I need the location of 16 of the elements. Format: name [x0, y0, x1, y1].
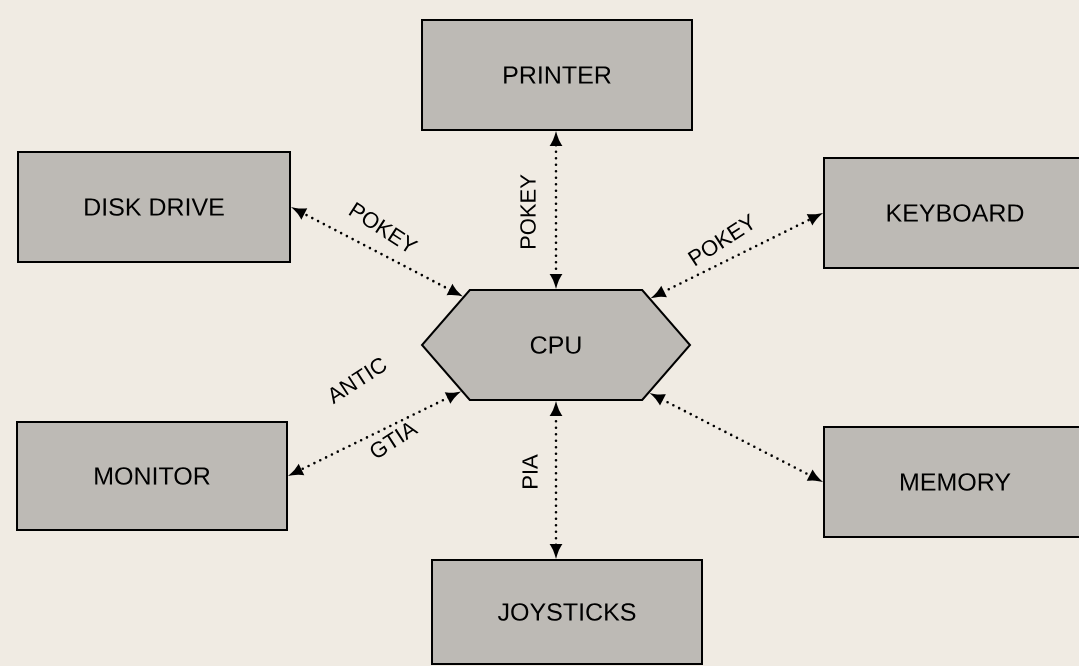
cpu-hexagon: CPU: [420, 289, 692, 401]
dotted-connector: [290, 392, 459, 476]
device-box: KEYBOARD: [823, 157, 1079, 269]
dotted-connector: [293, 207, 460, 296]
device-box: MONITOR: [16, 421, 288, 531]
device-box: JOYSTICKS: [431, 559, 703, 665]
dotted-connector: [550, 404, 562, 556]
device-box: PRINTER: [421, 19, 693, 131]
device-box: DISK DRIVE: [17, 151, 291, 263]
dotted-connector: [653, 213, 821, 298]
chip-label: GTIA: [370, 423, 419, 458]
device-box: MEMORY: [823, 426, 1079, 538]
edge-label: POKEY: [520, 174, 536, 249]
dotted-connector: [652, 393, 821, 482]
edge-label: PIA: [522, 454, 538, 488]
dotted-connector: [550, 134, 562, 286]
